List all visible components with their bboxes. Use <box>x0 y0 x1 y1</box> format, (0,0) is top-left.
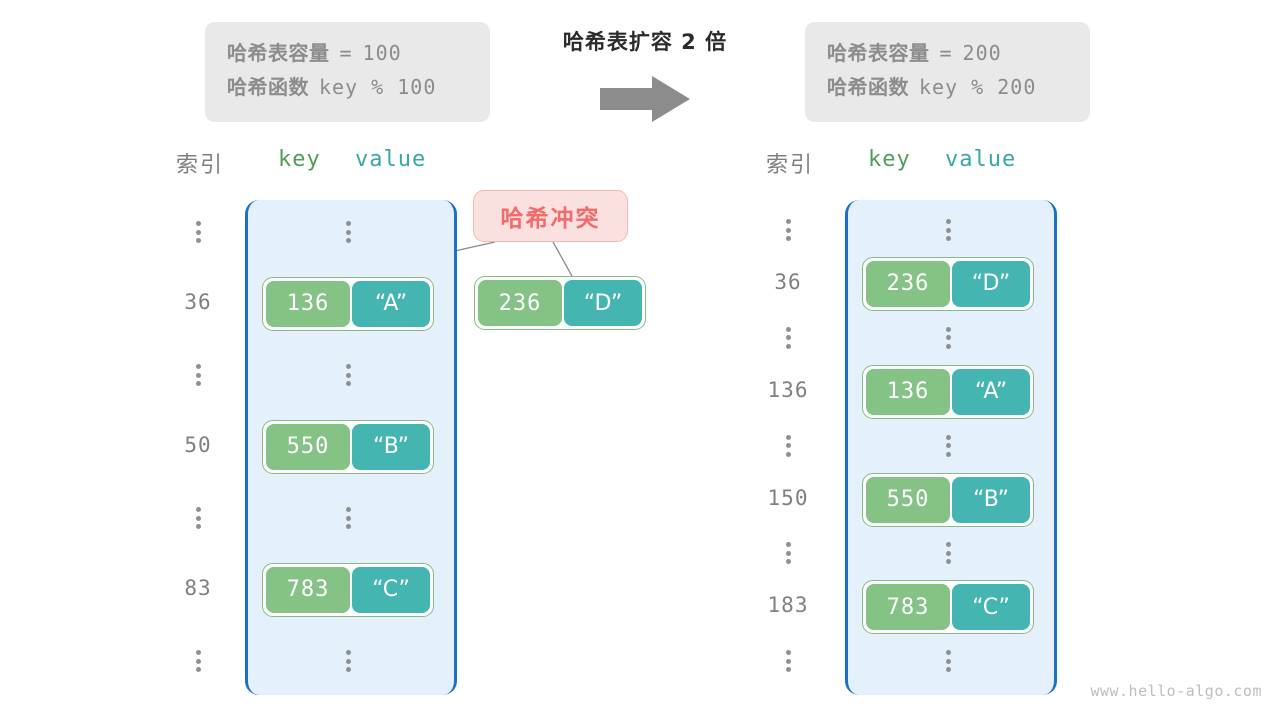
entry-value: “C” <box>351 566 430 613</box>
table-row: 550“B” <box>262 419 434 474</box>
entry-key: 136 <box>266 280 350 327</box>
entry-value: “D” <box>951 260 1030 307</box>
capacity-equals-before: = <box>339 41 353 65</box>
entry-key: 550 <box>266 423 350 470</box>
table-header-after: 索引 key value <box>750 145 1070 185</box>
bucket-ellipsis <box>338 364 358 386</box>
entry-value: “B” <box>951 476 1030 523</box>
bucket-ellipsis <box>938 219 958 241</box>
table-row: 550“B” <box>862 472 1034 527</box>
bucket-ellipsis <box>938 542 958 565</box>
index-ellipsis <box>188 221 208 243</box>
header-key-before: key <box>278 147 321 172</box>
header-value-after: value <box>945 147 1017 172</box>
capacity-label-before: 哈希表容量 <box>227 41 330 65</box>
hashfn-label-before: 哈希函数 <box>227 75 309 99</box>
table-row: 783“C” <box>262 562 434 617</box>
header-value-before: value <box>355 147 427 172</box>
index-ellipsis <box>778 542 798 565</box>
index-ellipsis <box>778 219 798 241</box>
hashfn-expr-after: key % 200 <box>919 75 1037 99</box>
header-key-after: key <box>868 147 911 172</box>
bucket-ellipsis <box>338 221 358 243</box>
table-row: 783“C” <box>862 580 1034 635</box>
entry-key: 236 <box>866 260 950 307</box>
bucket-ellipsis <box>338 507 358 529</box>
hash-table-before: 索引 key value 36 50 83 136“A” 550“B” 783“C” <box>160 145 480 705</box>
hash-table-config-before: 哈希表容量 = 100 哈希函数 key % 100 <box>205 22 490 122</box>
index-ellipsis <box>778 326 798 349</box>
capacity-label-after: 哈希表容量 <box>827 41 930 65</box>
watermark: www.hello-algo.com <box>1090 682 1262 700</box>
colliding-entry: 236 “D” <box>474 276 646 330</box>
entry-key: 783 <box>866 584 950 631</box>
table-row: 236“D” <box>862 256 1034 311</box>
index-ellipsis <box>188 507 208 529</box>
hashfn-expr-before: key % 100 <box>319 75 437 99</box>
hashfn-line-before: 哈希函数 key % 100 <box>227 70 468 104</box>
bucket-ellipsis <box>338 650 358 672</box>
capacity-line-before: 哈希表容量 = 100 <box>227 36 468 70</box>
table-row: 136“A” <box>862 364 1034 419</box>
capacity-value-before: 100 <box>362 41 402 65</box>
index-label: 36 <box>184 289 212 314</box>
collision-badge: 哈希冲突 <box>473 190 628 242</box>
index-label: 183 <box>767 593 809 618</box>
entry-key: 136 <box>866 368 950 415</box>
index-ellipsis <box>188 364 208 386</box>
capacity-line-after: 哈希表容量 = 200 <box>827 36 1068 70</box>
capacity-equals-after: = <box>939 41 953 65</box>
table-header-before: 索引 key value <box>160 145 480 185</box>
entry-key: 783 <box>266 566 350 613</box>
index-label: 150 <box>767 485 809 510</box>
hashfn-label-after: 哈希函数 <box>827 75 909 99</box>
capacity-value-after: 200 <box>962 41 1002 65</box>
header-index-after: 索引 <box>766 153 815 178</box>
colliding-entry-value: “D” <box>563 280 642 326</box>
entry-value: “A” <box>351 280 430 327</box>
right-arrow-icon <box>600 76 690 122</box>
index-label: 136 <box>767 377 809 402</box>
bucket-ellipsis <box>938 650 958 673</box>
index-ellipsis <box>778 434 798 457</box>
hashfn-line-after: 哈希函数 key % 200 <box>827 70 1068 104</box>
bucket-ellipsis <box>938 326 958 349</box>
colliding-entry-key: 236 <box>478 280 562 326</box>
header-index-before: 索引 <box>176 153 225 178</box>
entry-value: “C” <box>951 584 1030 631</box>
entry-value: “A” <box>951 368 1030 415</box>
index-label: 36 <box>774 269 802 294</box>
index-label: 50 <box>184 432 212 457</box>
index-ellipsis <box>188 650 208 672</box>
table-row: 136“A” <box>262 276 434 331</box>
bucket-ellipsis <box>938 434 958 457</box>
hash-table-config-after: 哈希表容量 = 200 哈希函数 key % 200 <box>805 22 1090 122</box>
index-ellipsis <box>778 650 798 673</box>
entry-value: “B” <box>351 423 430 470</box>
entry-key: 550 <box>866 476 950 523</box>
expand-caption: 哈希表扩容 2 倍 <box>562 30 728 54</box>
index-label: 83 <box>184 575 212 600</box>
